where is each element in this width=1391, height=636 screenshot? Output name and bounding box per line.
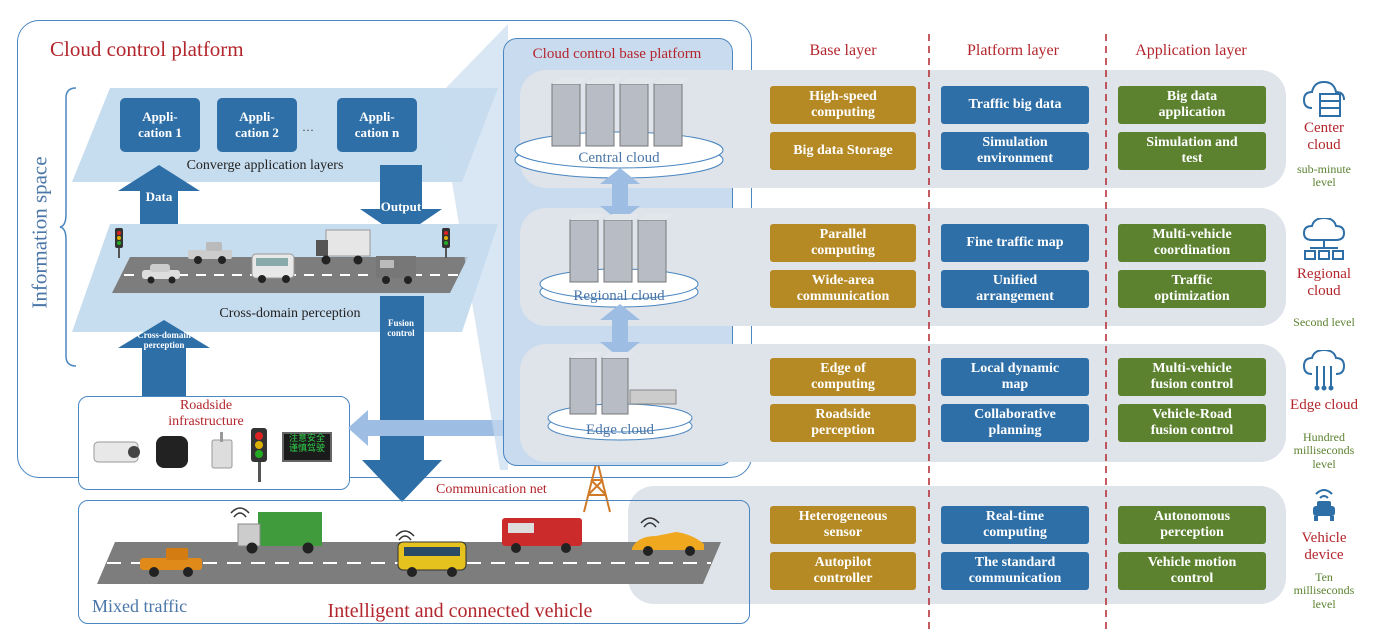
traffic-light-icon [115, 228, 123, 258]
base-platform-title: Cloud control base platform [532, 46, 702, 62]
roadside-infrastructure-label: Roadside infrastructure [168, 398, 244, 429]
server-rack-icon [569, 352, 677, 415]
communication-net-label: Communication net [436, 482, 547, 497]
output-label: Output [380, 199, 422, 214]
data-up-arrow [118, 165, 200, 237]
high-speed-computing-box: High-speed computing [770, 86, 916, 124]
wifi-signal-icon [230, 507, 250, 518]
sports-car-icon [632, 532, 704, 556]
application-2-box: Appli- cation 2 [217, 98, 297, 152]
collaborative-planning-box: Collaborative planning [941, 404, 1089, 442]
multi-vehicle-fusion-control-box: Multi-vehicle fusion control [1118, 358, 1266, 396]
traffic-light-icon [251, 428, 267, 482]
wifi-signal-icon [640, 517, 660, 528]
edge-cloud-tier-label: Edge cloud [1290, 397, 1358, 413]
information-space-brace [59, 87, 77, 367]
mixed-traffic-box [78, 500, 750, 624]
vehicle-motion-control-box: Vehicle motion control [1118, 552, 1266, 590]
wifi-car-icon [1313, 489, 1335, 521]
output-down-arrow [360, 165, 442, 237]
edge-cloud-label: Edge cloud [586, 422, 654, 438]
regional-cloud-level: Second level [1293, 315, 1355, 329]
green-truck-icon [237, 512, 322, 554]
heterogeneous-sensor-box: Heterogeneous sensor [770, 506, 916, 544]
simulation-and-test-box: Simulation and test [1118, 132, 1266, 170]
ellipsis-text: ··· [302, 123, 314, 137]
pickup-truck-icon [188, 242, 232, 264]
fine-traffic-map-box: Fine traffic map [941, 224, 1089, 262]
fire-truck-icon [502, 518, 582, 553]
center-cloud-label: Center cloud [1304, 120, 1344, 153]
platform-layer-header: Platform layer [967, 42, 1059, 59]
cross-domain-label: Cross-domain perception [219, 306, 361, 321]
central-regional-double-arrow [600, 168, 640, 222]
layer-divider-1 [928, 34, 930, 634]
regional-edge-double-arrow [600, 304, 640, 358]
cloud-control-platform-title: Cloud control platform [50, 37, 244, 61]
information-space-label: Information space [27, 156, 52, 309]
big-data-application-box: Big data application [1118, 86, 1266, 124]
wifi-signal-icon [395, 530, 415, 541]
cross-domain-arrow-label: Cross-domain perception [137, 330, 191, 351]
regional-cloud-label: Regional cloud [573, 288, 665, 304]
data-label: Data [145, 189, 173, 204]
regional-cloud-tier-label: Regional cloud [1296, 266, 1352, 299]
roadside-edge-double-arrow [348, 410, 552, 446]
fusion-control-down-arrow [362, 296, 442, 502]
simulation-environment-box: Simulation environment [941, 132, 1089, 170]
fire-truck-icon [376, 256, 416, 284]
vehicle-device-label: Vehicle device [1301, 530, 1347, 563]
base-layer-header: Base layer [809, 42, 877, 59]
unified-arrangement-box: Unified arrangement [941, 270, 1089, 308]
converge-label: Converge application layers [186, 158, 344, 173]
lidar-unit-icon [156, 436, 188, 468]
school-bus-icon [397, 541, 467, 577]
led-sign-icon [282, 432, 332, 462]
big-data-storage-box: Big data Storage [770, 132, 916, 170]
autopilot-controller-box: Autopilot controller [770, 552, 916, 590]
box-truck-icon [316, 229, 371, 265]
autonomous-perception-box: Autonomous perception [1118, 506, 1266, 544]
cross-domain-up-arrow [118, 320, 210, 398]
application-1-box: Appli- cation 1 [120, 98, 200, 152]
real-time-computing-box: Real-time computing [941, 506, 1089, 544]
center-cloud-level: sub-minute level [1297, 162, 1351, 190]
cloud-network-icon [1302, 218, 1346, 260]
standard-communication-box: The standard communication [941, 552, 1089, 590]
traffic-big-data-box: Traffic big data [941, 86, 1089, 124]
server-rack-icon [569, 214, 674, 283]
application-layer-header: Application layer [1135, 42, 1247, 59]
led-sign-text: 注意安全 谨慎驾驶 [288, 434, 325, 455]
local-dynamic-map-box: Local dynamic map [941, 358, 1089, 396]
fusion-control-arrow-label: Fusion control [387, 318, 415, 339]
vehicle-device-level: Ten milliseconds level [1293, 570, 1355, 611]
car-icon [142, 264, 180, 284]
mixed-traffic-label: Mixed traffic [92, 596, 188, 616]
traffic-optimization-box: Traffic optimization [1118, 270, 1266, 308]
edge-cloud-level: Hundred milliseconds level [1293, 430, 1355, 471]
multi-vehicle-coordination-box: Multi-vehicle coordination [1118, 224, 1266, 262]
roadside-unit-icon [211, 432, 233, 469]
pickup-truck-icon [140, 548, 202, 577]
server-stack-icon [1302, 80, 1345, 117]
traffic-light-icon [442, 228, 450, 258]
central-cloud-label: Central cloud [578, 150, 660, 166]
van-icon [251, 253, 295, 283]
vehicle-road-fusion-control-box: Vehicle-Road fusion control [1118, 404, 1266, 442]
wide-area-communication-box: Wide-area communication [770, 270, 916, 308]
server-rack-icon [551, 78, 690, 147]
application-n-box: Appli- cation n [337, 98, 417, 152]
perspective-connector [442, 24, 508, 470]
roadside-perception-box: Roadside perception [770, 404, 916, 442]
edge-of-computing-box: Edge of computing [770, 358, 916, 396]
parallel-computing-box: Parallel computing [770, 224, 916, 262]
camera-icon [93, 441, 140, 463]
icv-label: Intelligent and connected vehicle [327, 600, 593, 622]
cloud-chip-icon [1302, 350, 1346, 391]
layer-divider-2 [1105, 34, 1107, 634]
